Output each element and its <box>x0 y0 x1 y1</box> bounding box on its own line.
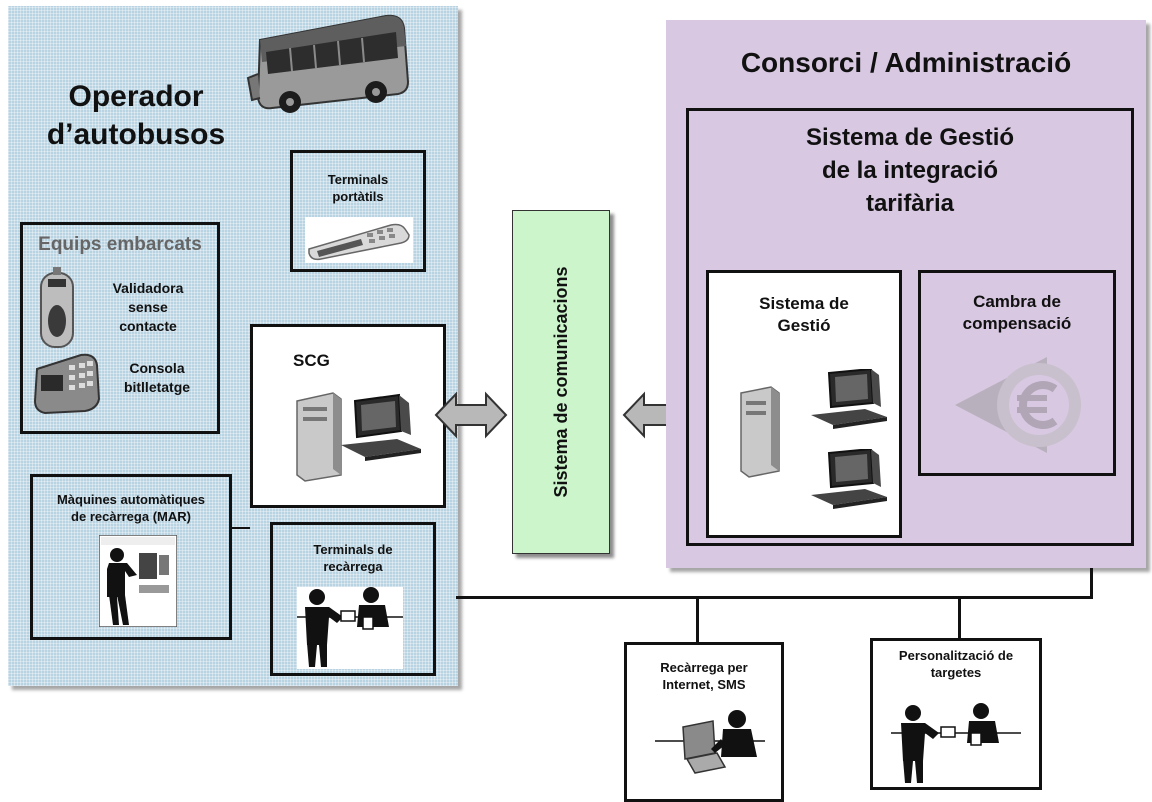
online-recharge-icon <box>655 709 765 789</box>
clearing-house-box: Cambra de compensació <box>918 270 1116 476</box>
management-system-box: Sistema de Gestió <box>706 270 902 538</box>
management-system-label: Sistema de Gestió <box>759 294 849 335</box>
portable-terminals-label: Terminals portàtils <box>327 172 389 204</box>
portable-terminals-box: Terminals portàtils <box>290 150 426 272</box>
onboard-equipment-title: Equips embarcats <box>38 234 202 255</box>
communications-system-box <box>512 210 610 554</box>
clearing-house-label: Cambra de compensació <box>962 292 1072 333</box>
integration-system-box: Sistema de Gestió de la integració tarif… <box>686 108 1134 546</box>
computer-icon <box>811 369 887 429</box>
integration-system-label: Sistema de Gestió de la integració tarif… <box>805 124 1015 217</box>
network-bus-line <box>456 596 1092 599</box>
handheld-terminal-icon <box>305 217 413 263</box>
euro-icon <box>955 357 1081 453</box>
onboard-equipment-box: Equips embarcats Validadora sense contac… <box>20 222 220 434</box>
validator-icon <box>40 267 74 348</box>
server-icon <box>740 386 780 478</box>
computer-icon <box>296 392 421 482</box>
personalization-connector <box>958 596 961 638</box>
card-personalization-label: Personalització de targetes <box>898 648 1014 680</box>
ticket-machine-icon <box>99 535 177 627</box>
recharge-terminals-box: Terminals de recàrrega <box>270 522 436 676</box>
consortium-title: Consorci / Administració <box>740 47 1072 78</box>
counter-clerk-icon <box>297 587 403 669</box>
bus-icon <box>246 14 410 113</box>
mar-label: Màquines automàtiques de recàrrega (MAR) <box>56 492 206 524</box>
scg-box: SCG <box>250 324 446 508</box>
internet-recharge-label: Recàrrega per Internet, SMS <box>660 660 748 692</box>
bidirectional-arrow-left <box>434 391 508 439</box>
mar-box: Màquines automàtiques de recàrrega (MAR) <box>30 474 232 640</box>
console-label: Consola bitlletatge <box>123 360 191 395</box>
scg-label: SCG <box>293 351 330 370</box>
internet-recharge-box: Recàrrega per Internet, SMS <box>624 642 784 802</box>
internet-connector <box>696 596 699 642</box>
operator-title: Operador d’autobusos <box>46 80 226 151</box>
ticket-console-icon <box>33 353 101 415</box>
counter-clerk-icon <box>891 703 1021 785</box>
computer-icon <box>811 449 887 509</box>
communications-system-label: Sistema de comunicacions <box>551 266 571 498</box>
mar-connector <box>232 527 250 529</box>
validator-label: Validadora sense contacte <box>112 280 184 334</box>
card-personalization-box: Personalització de targetes <box>870 638 1042 790</box>
consortium-connector <box>1090 568 1093 599</box>
recharge-terminals-label: Terminals de recàrrega <box>313 542 393 574</box>
